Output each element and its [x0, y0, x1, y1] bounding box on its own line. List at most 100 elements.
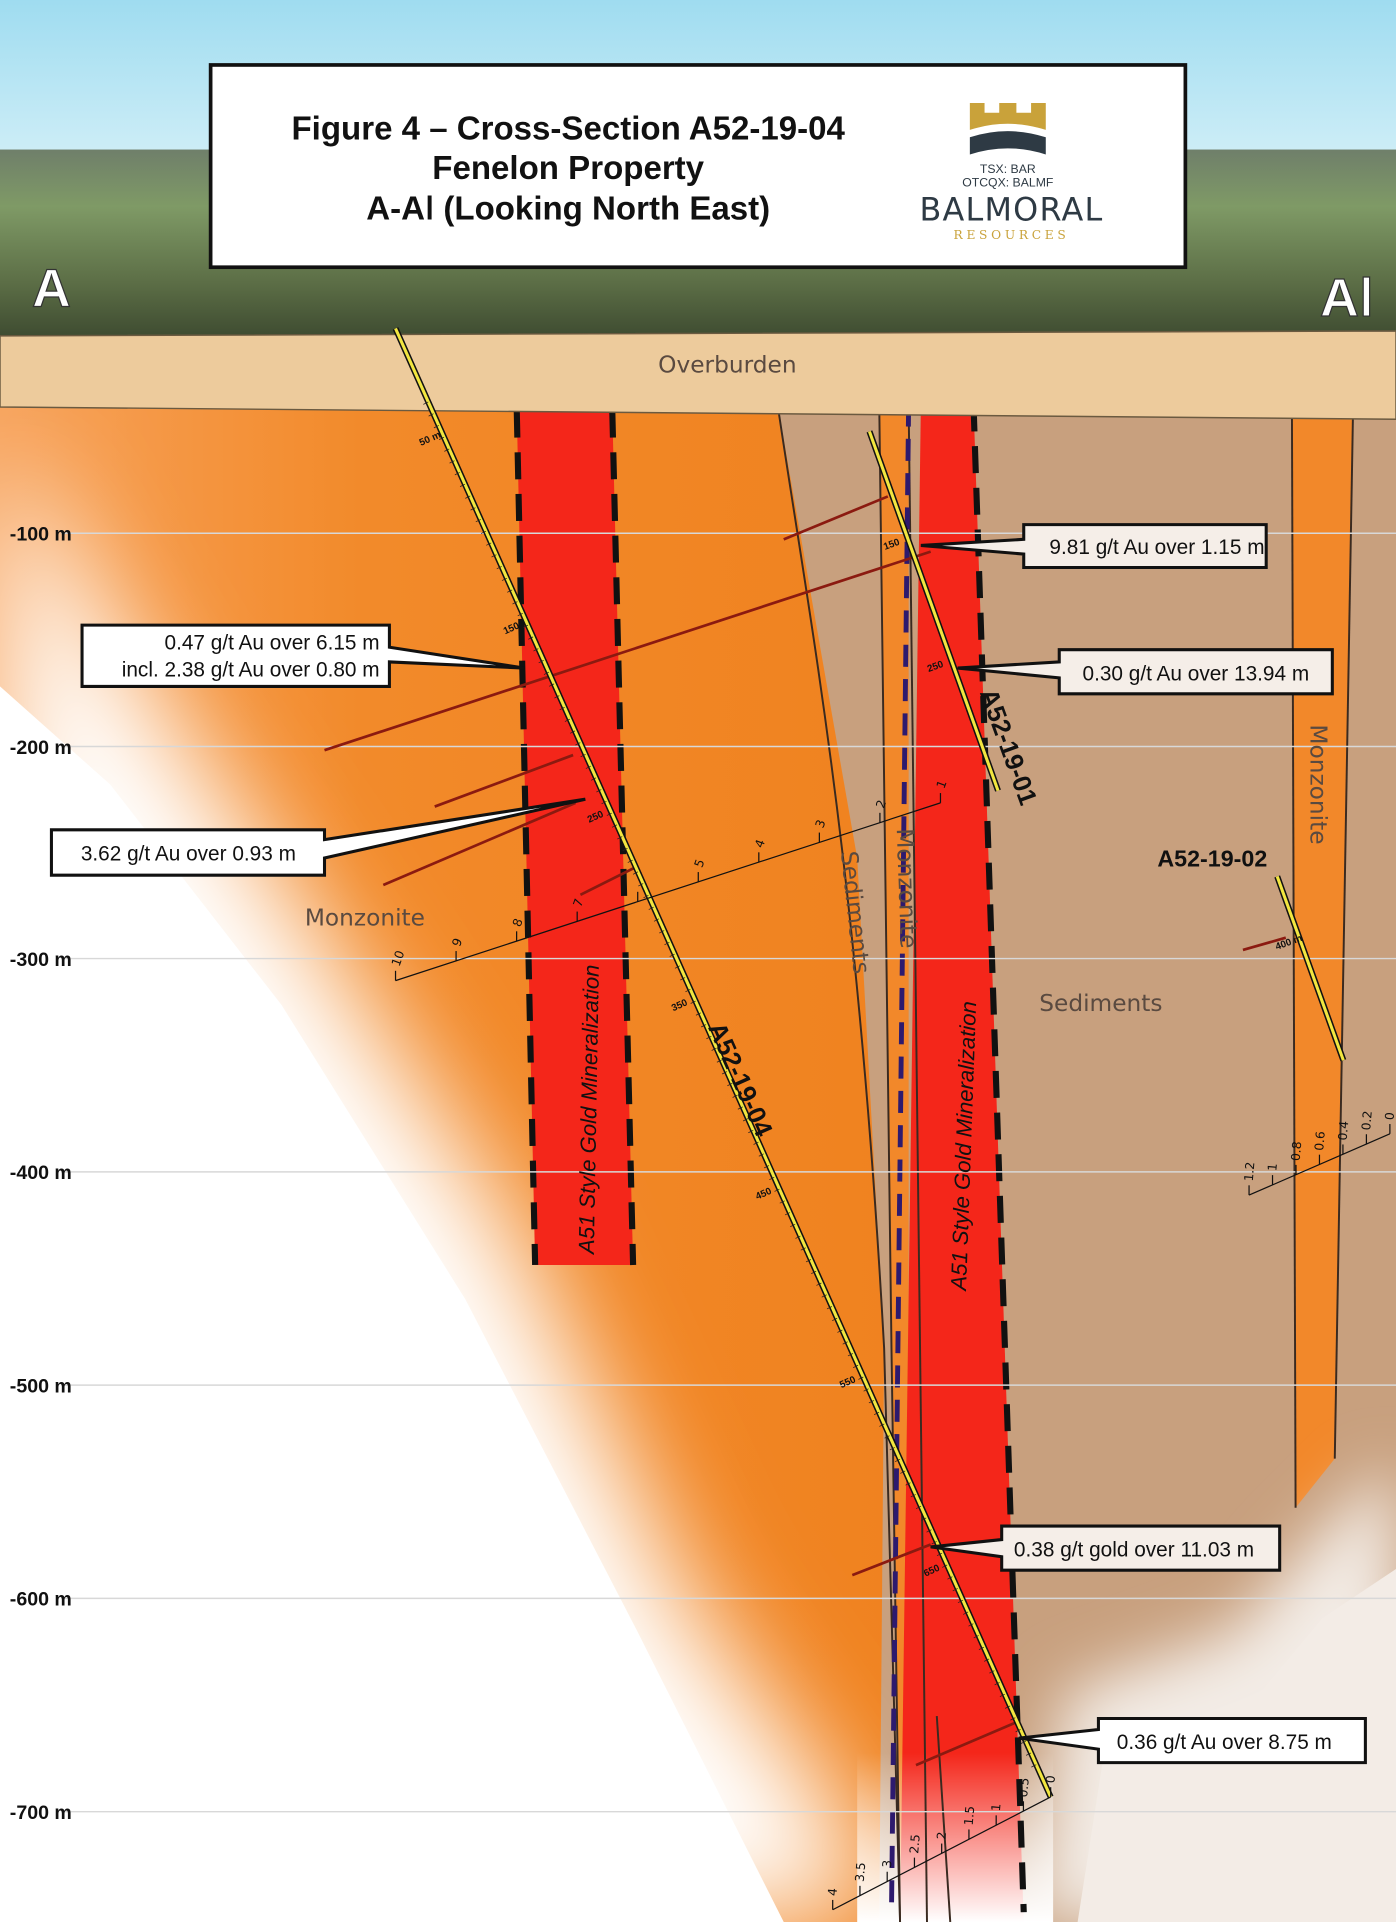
hole-hash — [884, 1435, 890, 1439]
hole-hash — [800, 1247, 806, 1251]
depth-label: -200 m — [10, 737, 72, 759]
hole-hash — [1015, 1729, 1021, 1733]
hole-hash — [1025, 1752, 1032, 1756]
hole-hash — [622, 848, 628, 852]
hole-hash — [459, 483, 466, 487]
hole-hash — [491, 554, 497, 558]
hole-hash — [711, 1047, 717, 1051]
hole-hash — [737, 1106, 743, 1110]
depth-label: -100 m — [10, 524, 72, 546]
callout-text: 3.62 g/t Au over 0.93 m — [81, 842, 296, 865]
depth-label: -600 m — [10, 1589, 72, 1611]
grade-scale-axis — [395, 802, 941, 982]
hole-hash — [858, 1376, 864, 1380]
depth-label: -700 m — [10, 1802, 72, 1824]
hole-hash — [999, 1693, 1005, 1697]
hole-hash — [732, 1094, 738, 1098]
hole-hash — [921, 1517, 927, 1521]
hole-hash — [805, 1259, 812, 1263]
logo-sub: RESOURCES — [954, 228, 1070, 242]
hole-hash — [769, 1176, 775, 1181]
hole-hash — [496, 566, 502, 570]
drillhole-a52-19-04 — [392, 327, 1054, 1799]
hole-hash — [643, 895, 649, 899]
hole-hash — [852, 1364, 859, 1369]
hole-hash — [517, 613, 523, 617]
callout-2: 9.81 g/t Au over 1.15 m — [920, 523, 1268, 570]
hole-hash — [428, 413, 434, 417]
hole-hash — [465, 495, 471, 499]
hole-hash — [569, 730, 576, 734]
hole-hash — [894, 1458, 901, 1463]
hole-hash — [868, 1400, 874, 1404]
hole-hash — [795, 1235, 801, 1239]
hole-hash — [533, 648, 539, 652]
grade-scale-label: 2 — [934, 1831, 949, 1840]
hole-hash — [821, 1294, 827, 1298]
rock-label-monzonite-center: Monzonite — [891, 828, 922, 949]
rock-label-monzonite-left: Monzonite — [305, 904, 425, 931]
hole-hash — [611, 824, 618, 828]
hole-hash — [664, 941, 670, 946]
hole-hash — [931, 1541, 937, 1545]
hole-hash — [926, 1529, 932, 1533]
hole-hash — [695, 1012, 701, 1016]
hole-hash — [486, 542, 492, 546]
hole-hash — [1010, 1717, 1016, 1721]
mineralization-label-left: A51 Style Gold Mineralization — [574, 964, 604, 1256]
hole-hash — [873, 1411, 880, 1416]
hole-hash — [1020, 1740, 1026, 1744]
hole-hash — [606, 812, 612, 816]
grade-scale-label: 0.5 — [1016, 1777, 1032, 1798]
rock-label-monzonite-right: Monzonite — [1304, 724, 1331, 844]
hole-hash — [984, 1658, 990, 1662]
grade-scale-label: 2.5 — [907, 1834, 923, 1855]
balmoral-logo: TSX: BAR OTCQX: BALMF BALMORAL RESOURCES — [919, 102, 1102, 242]
hole-hash — [575, 742, 581, 746]
callout-text: 0.38 g/t gold over 11.03 m — [1014, 1539, 1254, 1562]
hole-hash — [784, 1212, 791, 1216]
hole-hash — [847, 1353, 853, 1357]
grade-scale-label: 3 — [880, 1859, 895, 1868]
hole-hash — [512, 601, 518, 605]
hole-hash — [763, 1165, 770, 1169]
hole-hash — [716, 1059, 722, 1063]
hole-hash — [910, 1494, 916, 1498]
hole-hash — [454, 472, 460, 476]
hole-hash — [554, 695, 560, 699]
grade-scale-label: 0.4 — [1336, 1120, 1352, 1141]
hole-hash — [774, 1188, 780, 1192]
hole-hash — [433, 425, 439, 429]
hole-hash — [811, 1270, 817, 1275]
hole-hash — [779, 1200, 785, 1204]
dashed-contact-purple — [889, 404, 912, 1913]
hole-hash — [994, 1682, 1000, 1686]
hole-hash — [905, 1482, 911, 1486]
hole-hash — [936, 1552, 943, 1556]
hole-hash — [669, 953, 675, 957]
grade-scale-label: 1 — [1265, 1163, 1280, 1172]
hole-hash — [863, 1388, 869, 1392]
title-line-1: Figure 4 – Cross-Section A52-19-04 — [291, 111, 845, 148]
hole-hash — [685, 988, 691, 993]
title-line-3: A-Aǀ (Looking North East) — [366, 190, 770, 227]
logo-tsx: TSX: BAR — [980, 162, 1036, 176]
hole-hash — [963, 1611, 969, 1615]
hole-hash — [559, 707, 565, 711]
hole-hash — [632, 871, 639, 875]
section-end-right: Aǀ — [1320, 268, 1374, 328]
hole-hash — [900, 1470, 906, 1474]
hole-hash — [590, 777, 597, 781]
callout-4: 0.38 g/t gold over 11.03 m — [930, 1524, 1282, 1572]
grade-scale-label: 0 — [1383, 1112, 1396, 1121]
hole-hash — [1004, 1705, 1011, 1709]
hole-hash — [690, 1000, 696, 1004]
hole-hash — [449, 460, 455, 464]
hole-hash — [727, 1082, 733, 1087]
hole-hash — [826, 1306, 833, 1310]
hole-hash — [742, 1118, 749, 1122]
section-end-left: A — [32, 258, 71, 318]
hole-hash — [627, 859, 633, 863]
white-solid-left — [0, 686, 784, 1922]
depth-grid: -100 m-200 m-300 m-400 m-500 m-600 m-700… — [10, 524, 1396, 1824]
